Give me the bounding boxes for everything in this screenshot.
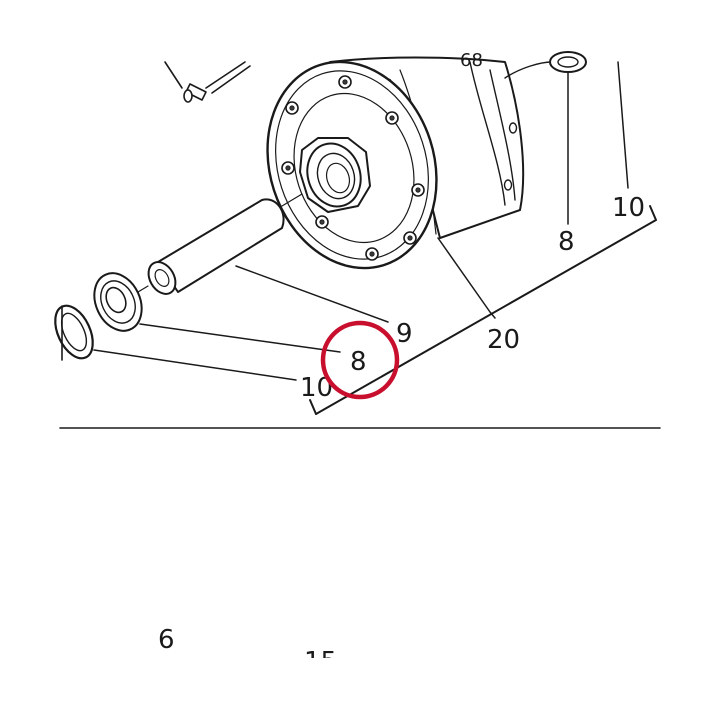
callout-9: 9 (396, 319, 413, 349)
callout-6: 6 (158, 625, 175, 655)
sleeve-part (147, 193, 303, 295)
callout-20: 20 (487, 325, 520, 355)
seal-ring-part (54, 304, 94, 361)
callout-15-clip: 15 (304, 647, 337, 677)
callout-15-partial: 15 (304, 647, 337, 677)
callout-68-partial: 68 (460, 50, 483, 71)
hub-assembly (266, 51, 587, 270)
leader-lines (93, 61, 657, 415)
callout-8-top: 8 (558, 227, 575, 257)
callout-8-highlighted: 8 (350, 347, 367, 377)
highlight-circle (320, 320, 400, 400)
bearing-part (93, 272, 149, 332)
bolt-part (164, 61, 251, 103)
callout-10-top: 10 (612, 193, 645, 223)
